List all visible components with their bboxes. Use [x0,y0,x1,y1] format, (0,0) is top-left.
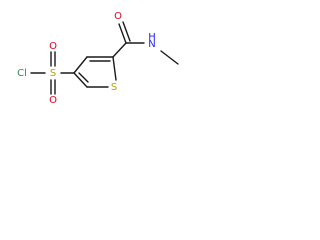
bond-c5-s1 [112,56,117,81]
sulfonyl-oxygen-bottom-label: O [49,95,57,106]
carbonyl-oxygen-label: O [114,11,122,22]
bond-c2-c3-a [73,72,88,88]
structure-svg: Cl S O O S O H N [17,11,179,106]
molecule-diagram: Cl S O O S O H N [0,0,192,115]
sulfonyl-sulfur-label: S [50,68,56,79]
atom-labels: Cl S O O S O H N [17,11,156,106]
chlorine-label: Cl [17,68,27,79]
bond-c-o-a [118,23,127,44]
amide-nitrogen-label: N [148,39,155,50]
bond-c2-c3-b [78,72,89,83]
bond-c-o-b [122,21,131,42]
bond-c5-ccarbonyl [112,42,127,58]
bond-c3-c4 [73,56,88,74]
sulfonyl-oxygen-top-label: O [49,41,57,52]
bond-n-ch3 [160,50,179,65]
ring-sulfur-label: S [111,82,117,93]
bonds [30,21,179,95]
amide-hydrogen-label: H [148,32,156,43]
